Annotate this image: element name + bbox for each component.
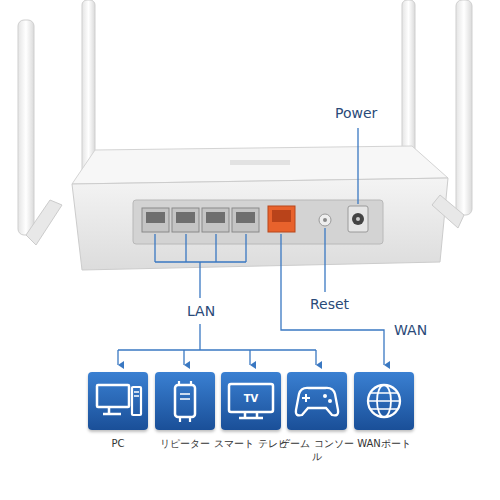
device-tile: WANポート [354, 372, 414, 451]
icon-tile [287, 372, 347, 430]
device-caption: PC [81, 438, 155, 451]
device-tile: TVスマート テレビ [221, 372, 281, 451]
device-caption: スマート テレビ [214, 438, 288, 451]
power-label: Power [333, 105, 379, 121]
game-console-icon [287, 372, 347, 430]
wan-label: WAN [392, 322, 429, 338]
pc-icon [88, 372, 148, 430]
icon-text: TV [221, 393, 281, 404]
repeater-icon [155, 372, 215, 430]
icon-tile [354, 372, 414, 430]
device-tile: リピーター [155, 372, 215, 451]
device-caption: ゲーム コンソール [280, 438, 354, 463]
icon-tile [155, 372, 215, 430]
icon-tile [88, 372, 148, 430]
reset-label: Reset [308, 296, 351, 312]
device-tile: PC [88, 372, 148, 451]
lan-label: LAN [185, 303, 217, 319]
globe-icon [354, 372, 414, 430]
device-caption: WANポート [347, 438, 421, 451]
icon-tile: TV [221, 372, 281, 430]
device-caption: リピーター [148, 438, 222, 451]
device-tile: ゲーム コンソール [287, 372, 347, 463]
leader-lines [118, 128, 384, 365]
